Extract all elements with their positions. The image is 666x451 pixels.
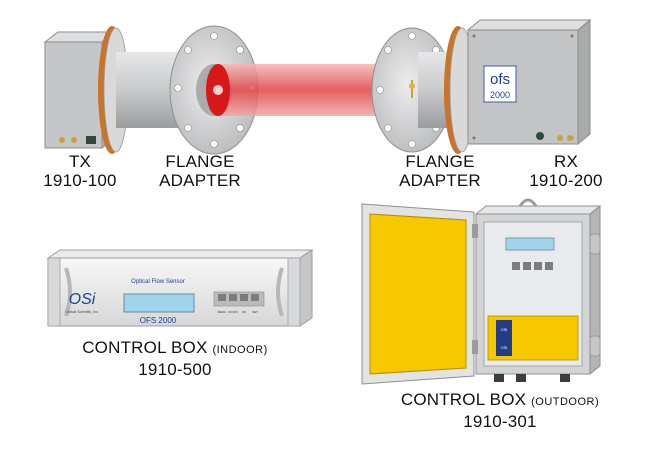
flange-right-line2: ADAPTER — [399, 171, 481, 190]
rx-logo-text: ofs — [490, 71, 510, 88]
outdoor-box-label: CONTROL BOX (OUTDOOR) 1910-301 — [380, 390, 620, 431]
flange-left-line2: ADAPTER — [159, 171, 241, 190]
rx-unit — [444, 18, 592, 154]
indoor-box-label: CONTROL BOX (INDOOR) 1910-500 — [50, 338, 300, 379]
rx-label: RX 1910-200 — [526, 152, 606, 190]
indoor-box-code: 1910-500 — [138, 360, 212, 379]
indoor-panel-model: OFS 2000 — [140, 316, 177, 325]
indoor-key-label: SET — [252, 310, 258, 314]
outdoor-module-label: OSi — [501, 327, 508, 332]
rx-logo-model: 2000 — [490, 90, 510, 100]
indoor-box-qualifier: (INDOOR) — [212, 344, 268, 356]
flange-adapter-left-label: FLANGE ADAPTER — [150, 152, 250, 190]
rx-code: 1910-200 — [529, 171, 603, 190]
outdoor-box-title: CONTROL BOX — [400, 390, 527, 409]
indoor-brand-sub: Optical Scientific, Inc. — [65, 310, 98, 314]
tx-label: TX 1910-100 — [40, 152, 120, 190]
flange-adapter-right-label: FLANGE ADAPTER — [390, 152, 490, 190]
tx-code: 1910-100 — [43, 171, 117, 190]
rx-name: RX — [553, 152, 579, 171]
outdoor-box-qualifier: (OUTDOOR) — [531, 396, 600, 408]
outdoor-box-code: 1910-301 — [463, 412, 537, 431]
indoor-panel-heading: Optical Flow Sensor — [131, 279, 185, 285]
indoor-box-title-line: CONTROL BOX (INDOOR) — [50, 338, 300, 360]
outdoor-box-title-line: CONTROL BOX (OUTDOOR) — [380, 390, 620, 412]
flange-right-line1: FLANGE — [405, 152, 475, 171]
indoor-control-box — [46, 249, 314, 327]
outdoor-control-box — [361, 198, 602, 385]
light-beam — [206, 64, 394, 116]
indoor-brand-logo: OSi — [69, 291, 96, 308]
flange-adapter-right — [371, 27, 453, 153]
indoor-key-label: DOWN — [228, 310, 238, 314]
flange-left-line1: FLANGE — [165, 152, 235, 171]
indoor-key-label: MENU — [218, 310, 227, 314]
tx-unit — [43, 26, 206, 154]
indoor-box-title: CONTROL BOX — [82, 338, 208, 357]
indoor-key-label: UP — [242, 310, 246, 314]
tx-name: TX — [68, 152, 92, 171]
outdoor-module-label: OSi — [501, 345, 508, 350]
